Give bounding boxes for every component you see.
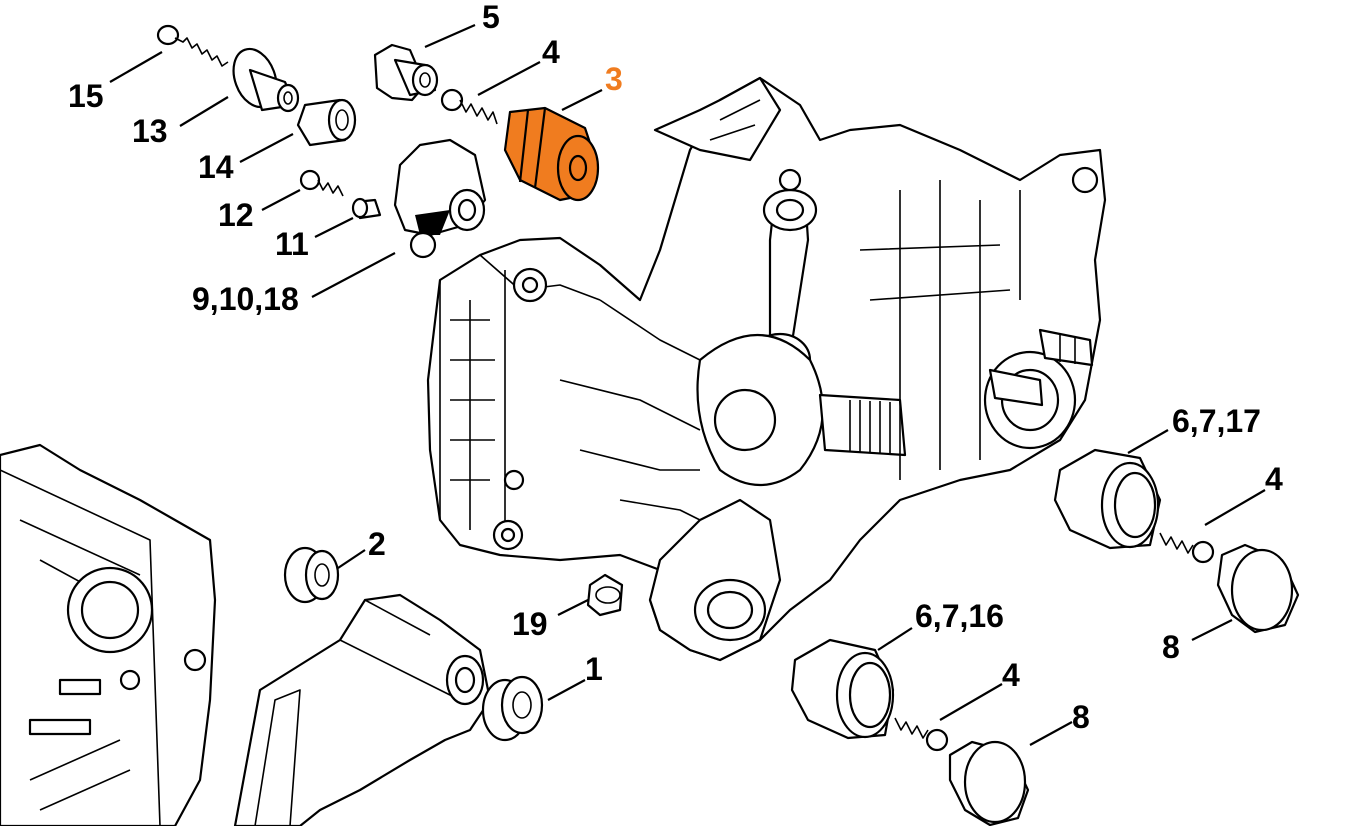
leader-2 (337, 549, 366, 569)
callout-5: 5 (482, 0, 500, 35)
bearing-6-7-17[interactable] (1053, 448, 1162, 550)
callout-13: 13 (132, 113, 168, 149)
flange-bushing-13[interactable] (226, 43, 300, 113)
callout-labels: 15 13 14 12 11 9,10,18 5 4 3 6,7,17 4 8 … (68, 0, 1283, 735)
leader-6-7-16 (877, 627, 913, 651)
callout-14: 14 (198, 149, 234, 185)
leader-9-10-18 (311, 252, 396, 298)
callout-19: 19 (512, 606, 548, 642)
cap-8-right[interactable] (1216, 543, 1300, 634)
callout-1: 1 (585, 651, 603, 687)
callout-11: 11 (275, 226, 309, 262)
callout-15: 15 (68, 78, 104, 114)
callout-6-7-16: 6,7,16 (915, 598, 1004, 634)
leader-lines (109, 23, 1266, 746)
leader-6-7-17 (1127, 429, 1169, 454)
callout-4-right: 4 (1265, 461, 1283, 497)
callout-4-bottom: 4 (1002, 657, 1020, 693)
callout-6-7-17: 6,7,17 (1172, 403, 1261, 439)
leader-11 (314, 217, 354, 238)
leader-8-right (1191, 619, 1233, 641)
spring-4-top[interactable] (440, 88, 498, 125)
bearing-6-7-16[interactable] (790, 638, 895, 740)
leader-19 (557, 599, 589, 616)
callout-8-bottom: 8 (1072, 699, 1090, 735)
screw-12[interactable] (299, 169, 344, 197)
sleeve-14[interactable] (296, 98, 357, 147)
crankcase-housing[interactable] (426, 76, 1107, 662)
bearing-cover-9-10-18[interactable] (393, 138, 487, 259)
leader-1 (547, 679, 586, 701)
handle-mount-bracket[interactable] (233, 593, 492, 826)
screw-spring-15[interactable] (156, 24, 229, 67)
pin-11[interactable] (351, 197, 382, 220)
leader-13 (179, 96, 229, 127)
callout-12: 12 (218, 197, 254, 233)
cap-8-bottom[interactable] (948, 740, 1030, 826)
leader-15 (109, 51, 163, 83)
leader-3 (561, 89, 603, 111)
leader-8-bottom (1029, 721, 1073, 746)
seal-1[interactable] (481, 675, 544, 742)
leader-4-bottom (939, 683, 1003, 721)
callout-4-top: 4 (542, 34, 560, 70)
leader-4-top (477, 61, 541, 96)
leader-5 (424, 23, 476, 49)
crankcase-half-left[interactable] (0, 443, 217, 826)
callout-3: 3 (605, 61, 623, 97)
flange-bushing-5[interactable] (373, 43, 439, 102)
plug-19[interactable] (586, 573, 624, 617)
callout-8-right: 8 (1162, 629, 1180, 665)
highlighted-sleeve-3[interactable] (503, 106, 600, 202)
leader-12 (261, 189, 301, 211)
callout-2: 2 (368, 526, 386, 562)
spring-4-right[interactable] (1159, 532, 1215, 564)
leader-14 (239, 133, 294, 163)
spring-4-bottom[interactable] (894, 717, 949, 752)
leader-4-right (1204, 489, 1266, 526)
callout-9-10-18: 9,10,18 (192, 281, 299, 317)
seal-2[interactable] (283, 546, 340, 604)
